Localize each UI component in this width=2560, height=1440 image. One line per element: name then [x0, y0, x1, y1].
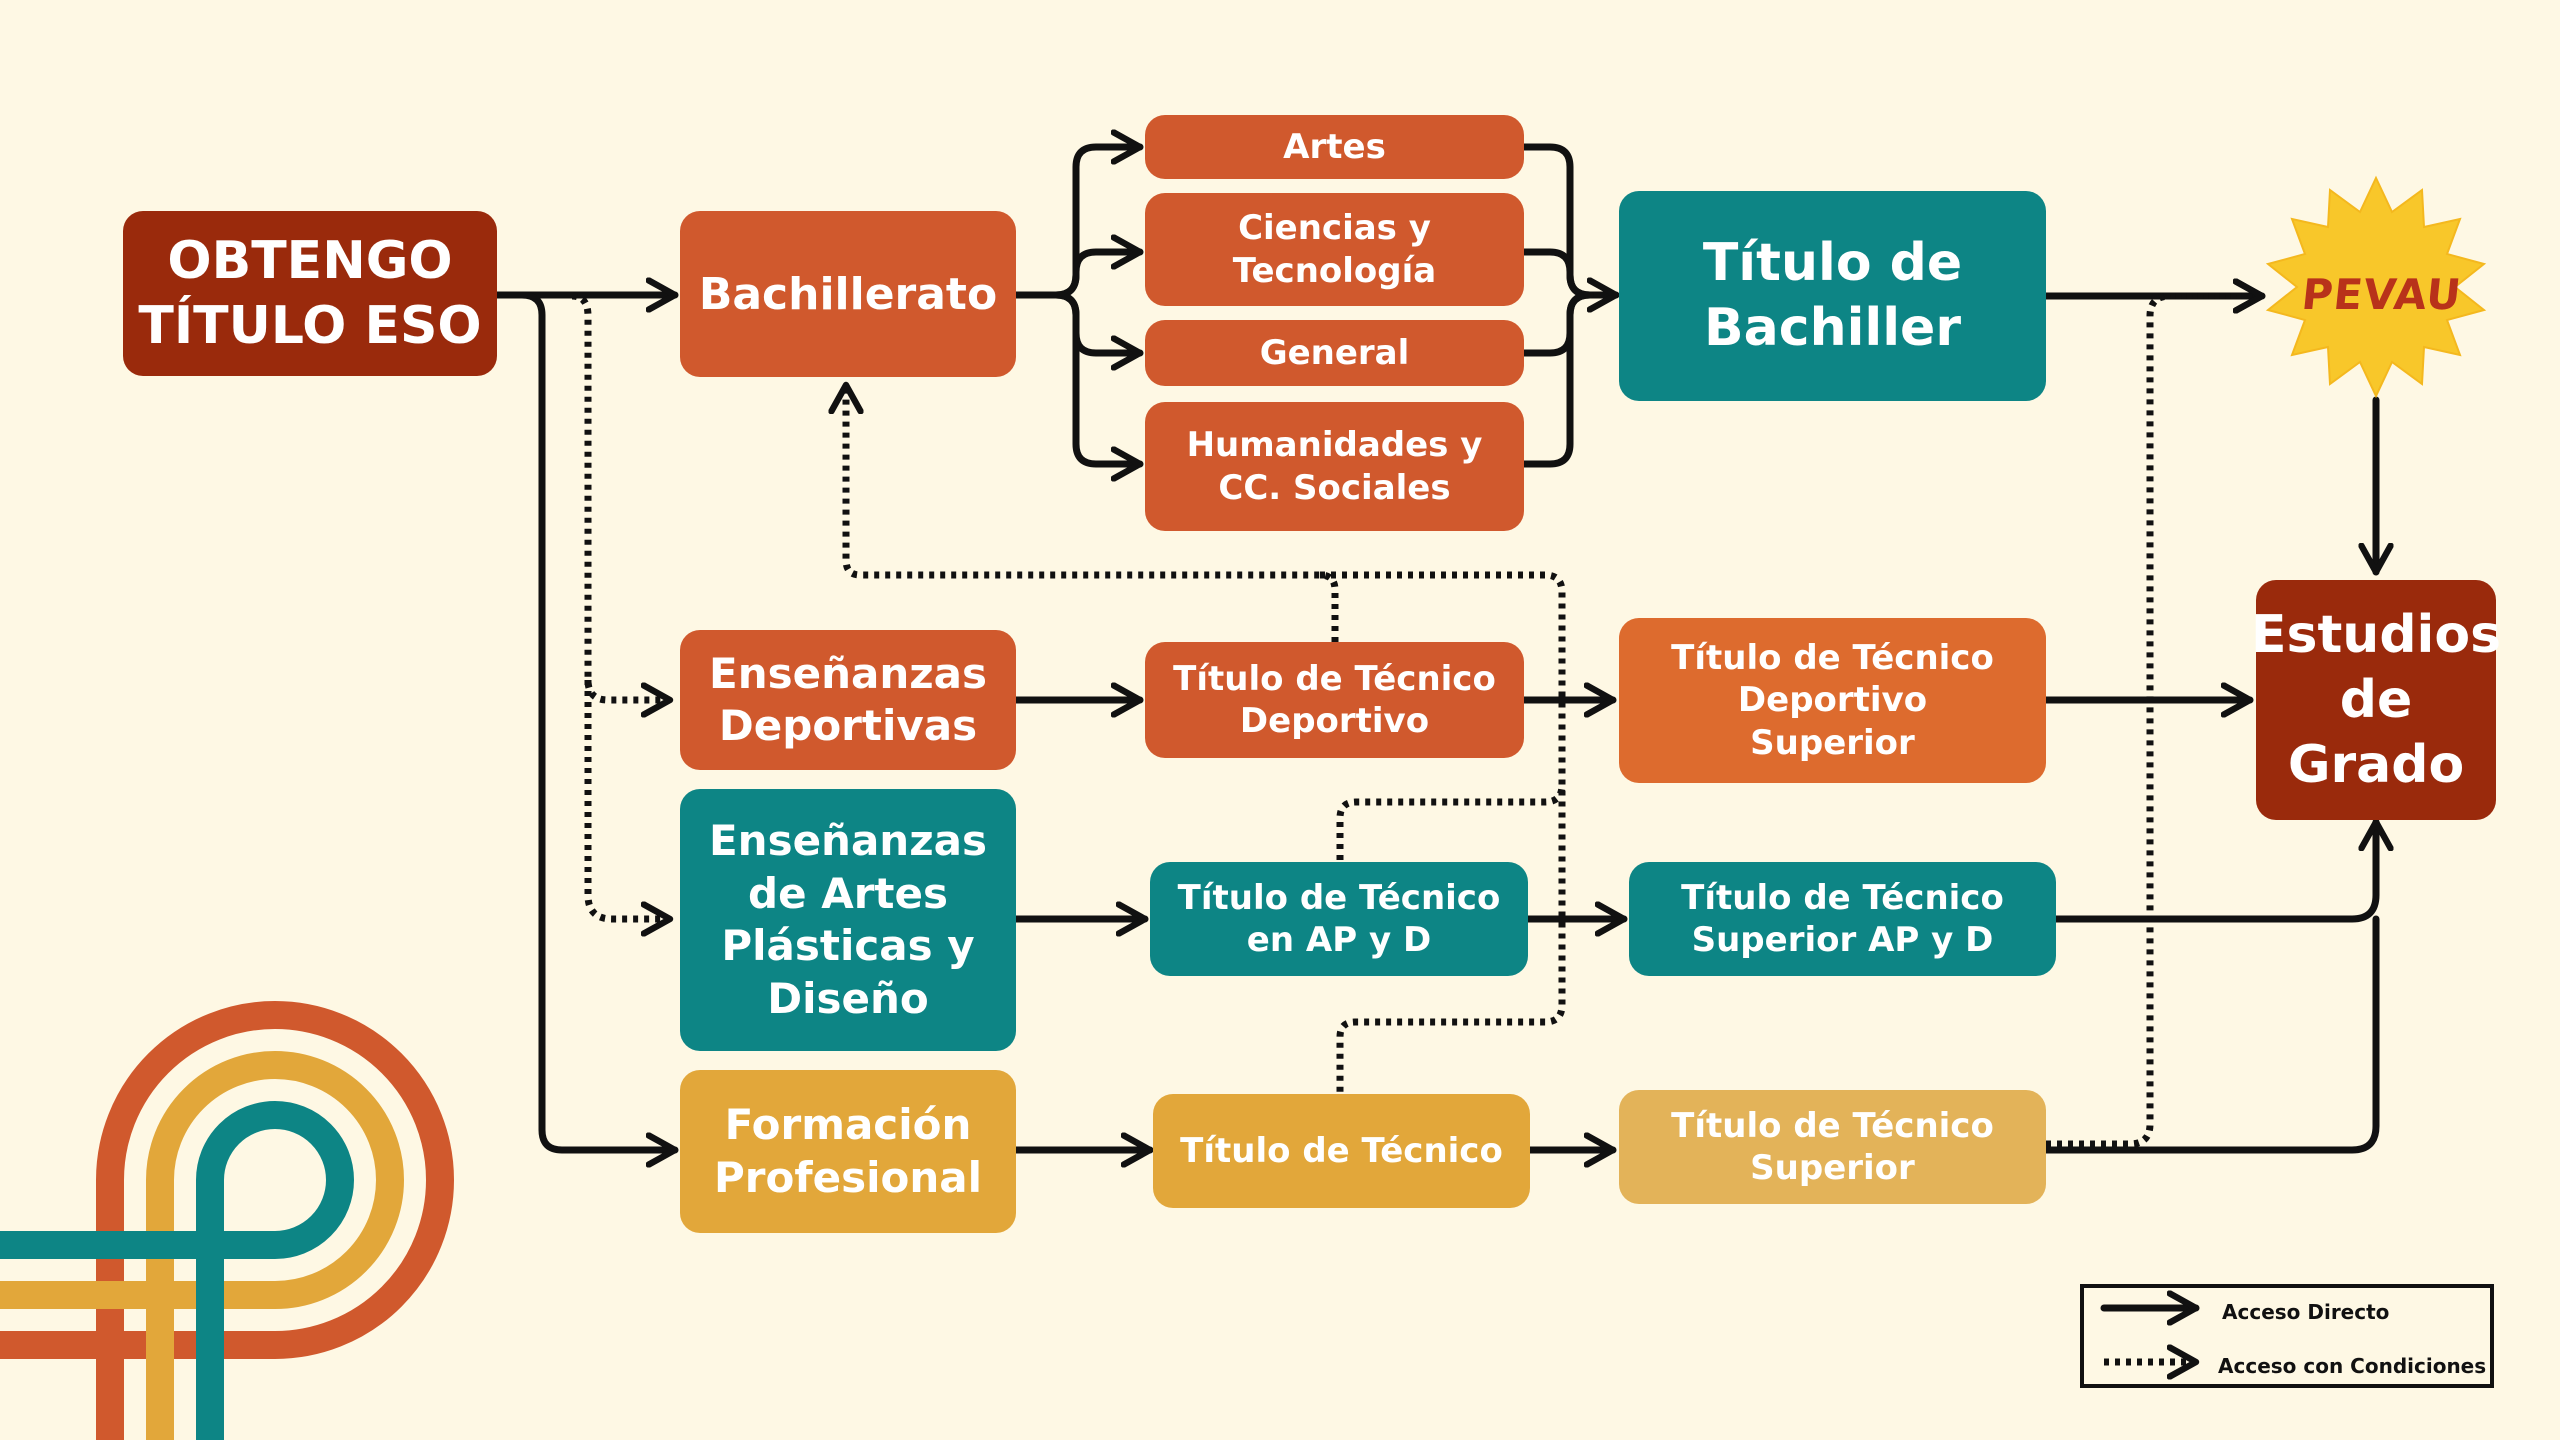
- dotted-eso-ensartes: [584, 680, 670, 919]
- titulo-tecnico-deportivo-superior-box: Título de Técnico Deportivo Superior: [1619, 618, 2046, 783]
- dotted-titdep-bach: [846, 385, 1339, 642]
- legend-conditional-label: Acceso con Condiciones: [2218, 1354, 2487, 1378]
- artes-box: Artes: [1145, 115, 1524, 179]
- ciencias-label: Ciencias y Tecnología: [1232, 208, 1437, 291]
- formacion-profesional-label: Formación Profesional: [714, 1100, 982, 1202]
- estudios-grado-box: Estudios de Grado: [2251, 580, 2501, 820]
- artes-label: Artes: [1283, 126, 1386, 167]
- legend: Acceso Directo Acceso con Condiciones: [2080, 1284, 2494, 1388]
- ensenanzas-deportivas-box: Enseñanzas Deportivas: [680, 630, 1016, 770]
- titulo-tecnico-apyd-label: Título de Técnico en AP y D: [1177, 877, 1501, 961]
- arrow-supapyd-grado: [2052, 818, 2376, 923]
- dotted-apyd-bus: [1336, 784, 1566, 860]
- titulo-tecnico-superior-box: Título de Técnico Superior: [1619, 1090, 2046, 1204]
- ensenanzas-deportivas-label: Enseñanzas Deportivas: [709, 648, 988, 751]
- humanidades-box: Humanidades y CC. Sociales: [1145, 402, 1524, 531]
- titulo-tecnico-deportivo-superior-label: Título de Técnico Deportivo Superior: [1671, 637, 1994, 763]
- dotted-eso-ensdep: [571, 292, 670, 700]
- titulo-tecnico-superior-label: Título de Técnico Superior: [1671, 1105, 1994, 1189]
- titulo-bachiller-label: Título de Bachiller: [1702, 233, 1963, 358]
- decorative-logo: [0, 1001, 454, 1440]
- titulo-tecnico-label: Título de Técnico: [1180, 1130, 1503, 1171]
- pevau-label: PEVAU: [2299, 270, 2465, 319]
- dotted-vertical-bus: [1320, 571, 1566, 1094]
- bachillerato-label: Bachillerato: [698, 268, 998, 320]
- estudios-grado-label: Estudios de Grado: [2250, 604, 2502, 795]
- titulo-tecnico-deportivo-box: Título de Técnico Deportivo: [1145, 642, 1524, 758]
- arrow-tecsup-grado: [2042, 915, 2380, 1154]
- general-label: General: [1259, 332, 1410, 373]
- legend-direct-label: Acceso Directo: [2222, 1300, 2390, 1324]
- titulo-tecnico-box: Título de Técnico: [1153, 1094, 1530, 1208]
- arrow-bach-humanidades: [1012, 291, 1144, 464]
- dotted-tecsup-pevau: [2046, 296, 2262, 1148]
- titulo-tecnico-deportivo-label: Título de Técnico Deportivo: [1173, 658, 1496, 742]
- titulo-tecnico-superior-apyd-box: Título de Técnico Superior AP y D: [1629, 862, 2056, 976]
- pevau-seal-icon: [2265, 175, 2487, 399]
- eso-title-box: OBTENGO TÍTULO ESO: [123, 211, 497, 376]
- eso-title-label: OBTENGO TÍTULO ESO: [138, 230, 482, 356]
- bachillerato-box: Bachillerato: [680, 211, 1016, 377]
- formacion-profesional-box: Formación Profesional: [680, 1070, 1016, 1233]
- general-box: General: [1145, 320, 1524, 386]
- arrow-bach-ciencias: [1012, 252, 1144, 299]
- titulo-tecnico-superior-apyd-label: Título de Técnico Superior AP y D: [1681, 877, 2004, 961]
- ensenanzas-artes-label: Enseñanzas de Artes Plásticas y Diseño: [708, 816, 987, 1023]
- humanidades-label: Humanidades y CC. Sociales: [1186, 425, 1483, 508]
- arrow-eso-fp: [493, 291, 679, 1150]
- ensenanzas-artes-box: Enseñanzas de Artes Plásticas y Diseño: [680, 789, 1016, 1051]
- titulo-bachiller-box: Título de Bachiller: [1619, 191, 2046, 401]
- titulo-tecnico-apyd-box: Título de Técnico en AP y D: [1150, 862, 1528, 976]
- ciencias-box: Ciencias y Tecnología: [1145, 193, 1524, 306]
